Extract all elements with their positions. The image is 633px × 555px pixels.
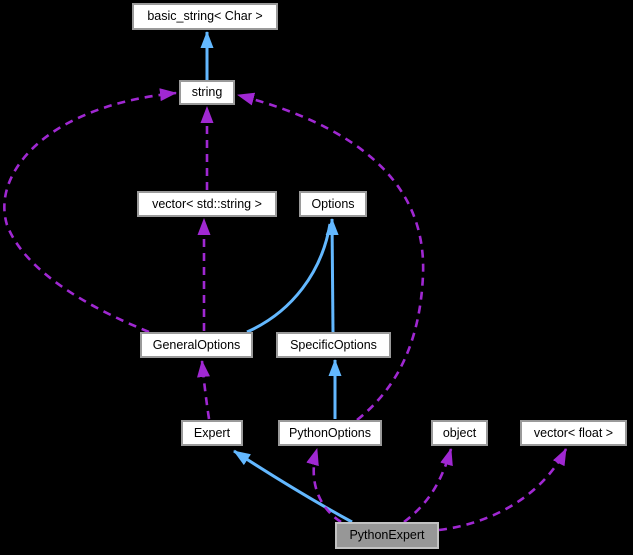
- edge-python-expert-to-object: [403, 448, 453, 524]
- edge-general-options-to-options: [246, 223, 332, 334]
- edge-specific-options-to-options: [325, 218, 339, 333]
- edge-expert-to-general-options: [197, 360, 211, 420]
- node-options[interactable]: Options: [299, 191, 367, 217]
- node-python-expert[interactable]: PythonExpert: [335, 522, 439, 549]
- node-general-options[interactable]: GeneralOptions: [140, 332, 253, 358]
- node-vector-float[interactable]: vector< float >: [520, 420, 627, 446]
- edge-python-options-to-string: [237, 92, 425, 422]
- node-basic-string[interactable]: basic_string< Char >: [132, 3, 278, 30]
- edge-python-expert-to-python-options: [306, 448, 342, 524]
- edge-python-expert-to-expert: [233, 449, 353, 524]
- edge-python-expert-to-vector-float: [438, 448, 568, 532]
- node-vector-std-string[interactable]: vector< std::string >: [137, 191, 277, 217]
- edge-general-options-to-string: [3, 88, 177, 334]
- node-string[interactable]: string: [179, 80, 235, 105]
- node-python-options[interactable]: PythonOptions: [278, 420, 382, 446]
- node-object[interactable]: object: [431, 420, 488, 446]
- node-specific-options[interactable]: SpecificOptions: [276, 332, 391, 358]
- node-expert[interactable]: Expert: [181, 420, 243, 446]
